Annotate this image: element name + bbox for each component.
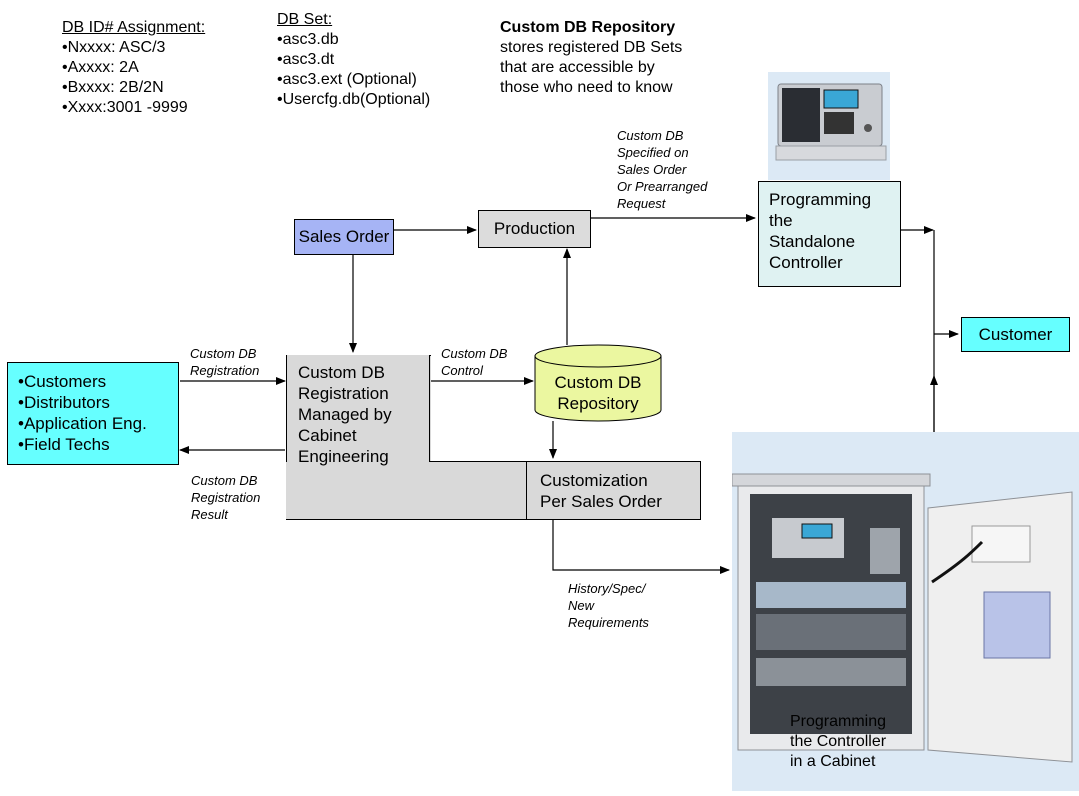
edge-label-line: New	[568, 598, 595, 613]
repository-text: Custom DB Repository	[534, 372, 662, 414]
repo-note: Custom DB Repository stores registered D…	[500, 18, 682, 98]
repository-line: Repository	[557, 394, 639, 413]
db-id-assignment: DB ID# Assignment: •Nxxxx: ASC/3 •Axxxx:…	[62, 18, 205, 118]
standalone-line: the	[769, 211, 793, 230]
edge-label-line: Custom DB	[441, 346, 508, 361]
sales-order-label: Sales Order	[298, 227, 390, 246]
standalone-controller-photo	[768, 72, 890, 180]
cabinet-line: the Controller	[790, 733, 887, 750]
repo-note-line: that are accessible by	[500, 59, 655, 76]
repo-note-title: Custom DB Repository	[500, 19, 676, 36]
repository-cylinder	[534, 344, 662, 422]
edge-label-line: Registration	[190, 363, 260, 378]
sales-order-box: Sales Order	[294, 219, 394, 255]
edge-label-line: Custom DB	[617, 128, 684, 143]
requester-item: •Application Eng.	[18, 414, 147, 433]
edge-label-line: Control	[441, 363, 483, 378]
label-registration-result: Custom DB Registration Result	[191, 472, 260, 523]
edge-label-line: Or Prearranged	[617, 179, 708, 194]
registration-line: Cabinet	[298, 426, 357, 445]
registration-right-edge	[429, 355, 430, 461]
standalone-line: Standalone	[769, 232, 856, 251]
db-set-heading: DB Set:	[277, 11, 333, 28]
cabinet-photo-panel	[731, 432, 1079, 791]
registration-line: Managed by	[298, 405, 392, 424]
db-set-item: •asc3.db	[277, 31, 339, 48]
production-box: Production	[478, 210, 591, 248]
customization-line: Customization	[540, 471, 648, 490]
label-custom-db-specified: Custom DB Specified on Sales Order Or Pr…	[617, 127, 707, 212]
requester-item: •Distributors	[18, 393, 110, 412]
registration-line: Registration	[298, 384, 389, 403]
customer-label: Customer	[978, 325, 1053, 344]
registration-line: Custom DB	[298, 363, 385, 382]
db-set-item: •Usercfg.db(Optional)	[277, 91, 431, 108]
db-id-item: •Bxxxx: 2B/2N	[62, 79, 164, 96]
standalone-line: Controller	[769, 253, 843, 272]
edge-label-line: Specified on	[617, 145, 689, 160]
db-id-item: •Axxxx: 2A	[62, 59, 139, 76]
edge-label-line: Registration	[191, 490, 261, 505]
customization-line: Per Sales Order	[540, 492, 662, 511]
edge-label-line: History/Spec/	[568, 581, 646, 596]
repo-note-line: those who need to know	[500, 79, 673, 96]
registration-text: Custom DB Registration Managed by Cabine…	[298, 362, 392, 467]
db-id-item: •Xxxx:3001 -9999	[62, 99, 188, 116]
db-set-item: •asc3.dt	[277, 51, 335, 68]
requester-item: •Field Techs	[18, 435, 110, 454]
cabinet-line: in a Cabinet	[790, 753, 876, 770]
cabinet-line: Programming	[790, 713, 887, 730]
customization-text: Customization Per Sales Order	[540, 470, 662, 512]
label-custom-db-control: Custom DB Control	[441, 345, 507, 379]
db-id-item: •Nxxxx: ASC/3	[62, 39, 166, 56]
label-custom-db-registration: Custom DB Registration	[190, 345, 259, 379]
db-set-item: •asc3.ext (Optional)	[277, 71, 417, 88]
edge-label-line: Request	[617, 196, 666, 211]
standalone-controller-box: Programming the Standalone Controller	[758, 181, 901, 287]
db-set: DB Set: •asc3.db •asc3.dt •asc3.ext (Opt…	[277, 10, 430, 110]
edge-label-line: Requirements	[568, 615, 649, 630]
customization-divider	[526, 461, 527, 520]
customer-box: Customer	[961, 317, 1070, 352]
controller-unit-icon	[775, 83, 887, 161]
edge-label-line: Result	[191, 507, 228, 522]
standalone-line: Programming	[769, 190, 872, 209]
label-history-spec: History/Spec/ New Requirements	[568, 580, 649, 631]
registration-line: Engineering	[298, 447, 389, 466]
requesters-box: •Customers •Distributors •Application En…	[7, 362, 179, 465]
edge-label-line: Custom DB	[191, 473, 258, 488]
edge-label-line: Sales Order	[617, 162, 687, 177]
repository-line: Custom DB	[554, 373, 642, 392]
production-label: Production	[493, 219, 576, 238]
edge-customization-to-cabinet	[552, 520, 730, 574]
traffic-cabinet-icon	[731, 473, 1073, 763]
db-id-assignment-heading: DB ID# Assignment:	[62, 19, 206, 36]
requester-item: •Customers	[18, 372, 107, 391]
edge-label-line: Custom DB	[190, 346, 257, 361]
cabinet-caption: Programming the Controller in a Cabinet	[790, 712, 886, 772]
registration-fill	[287, 355, 429, 519]
repo-note-line: stores registered DB Sets	[500, 39, 683, 56]
